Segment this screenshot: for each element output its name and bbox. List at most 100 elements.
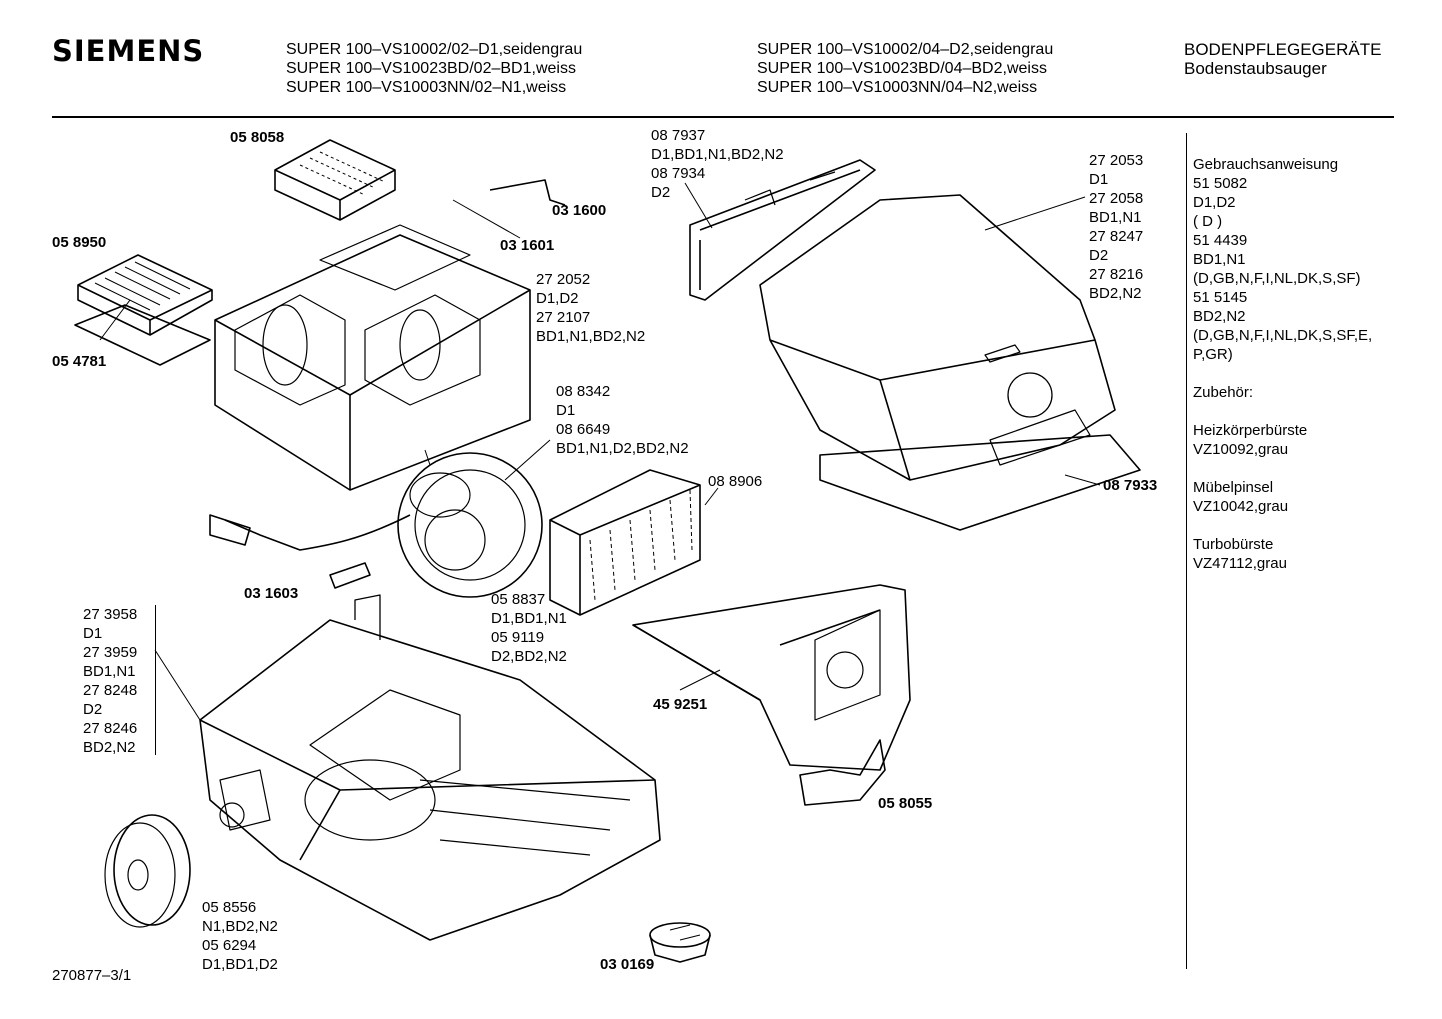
plug bbox=[209, 514, 251, 546]
fuse-part bbox=[329, 562, 371, 589]
manual-line: 51 5082 bbox=[1193, 175, 1248, 192]
ref-line: 08 8342 bbox=[556, 383, 611, 400]
ref-line: D1,BD1,D2 bbox=[202, 956, 278, 973]
ref-line: D2 bbox=[1089, 247, 1109, 264]
ref-line: 08 7934 bbox=[651, 165, 706, 182]
hood-part bbox=[759, 194, 1116, 481]
wire-clip bbox=[489, 179, 566, 206]
ref-line: BD1,N1 bbox=[1089, 209, 1142, 226]
ref-line: 27 8247 bbox=[1089, 228, 1144, 245]
ref-058055: 05 8055 bbox=[878, 795, 933, 812]
power-cable bbox=[224, 514, 411, 551]
accessory-code: VZ47112,grau bbox=[1193, 555, 1287, 572]
accessory-code: VZ10042,grau bbox=[1193, 498, 1289, 515]
sidebar: Gebrauchsanweisung 51 5082 D1,D2 ( D ) 5… bbox=[1193, 155, 1372, 573]
ref-087933: 08 7933 bbox=[1103, 477, 1158, 494]
manual-line: ( D ) bbox=[1193, 213, 1223, 230]
ref-line: D2,BD2,N2 bbox=[491, 648, 567, 665]
ref-line: 27 3959 bbox=[83, 644, 138, 661]
ref-wheel: 05 8556 N1,BD2,N2 05 6294 D1,BD1,D2 bbox=[202, 898, 278, 974]
ref-031600: 03 1600 bbox=[552, 202, 607, 219]
ref-line: 27 8248 bbox=[83, 682, 138, 699]
ref-line: 05 9119 bbox=[491, 629, 545, 646]
accessory-name: Heizkörperbürste bbox=[1193, 422, 1308, 439]
ref-line: 27 3958 bbox=[83, 606, 138, 623]
accessories-title: Zubehör: bbox=[1193, 384, 1254, 401]
category: BODENPFLEGEGERÄTE bbox=[1184, 40, 1382, 59]
accessory-code: VZ10092,grau bbox=[1193, 441, 1289, 458]
dust-bag-part bbox=[632, 584, 911, 771]
filter-mat bbox=[74, 304, 211, 366]
brand-logo: SIEMENS bbox=[52, 34, 205, 68]
housing-part bbox=[199, 594, 661, 941]
header-rule bbox=[52, 116, 1394, 118]
drawing-number: 270877–3/1 bbox=[52, 967, 132, 984]
ref-line: BD1,N1,D2,BD2,N2 bbox=[556, 440, 689, 457]
ref-line: 08 6649 bbox=[556, 421, 611, 438]
subcategory: Bodenstaubsauger bbox=[1184, 59, 1327, 78]
ref-459251: 45 9251 bbox=[653, 696, 708, 713]
manual-line: 51 5145 bbox=[1193, 289, 1248, 306]
housing-bracket bbox=[155, 605, 156, 755]
ref-line: D1,BD1,N1,BD2,N2 bbox=[651, 146, 784, 163]
ref-top-cover: 27 2052 D1,D2 27 2107 BD1,N1,BD2,N2 bbox=[536, 270, 645, 346]
manual-line: (D,GB,N,F,I,NL,DK,S,SF,E, bbox=[1193, 327, 1373, 344]
ref-hood: 27 2053 D1 27 2058 BD1,N1 27 8247 D2 27 … bbox=[1089, 151, 1143, 303]
models-left: SUPER 100–VS10002/02–D1,seidengrau SUPER… bbox=[286, 40, 582, 97]
ref-030169: 03 0169 bbox=[600, 956, 655, 973]
filter-cassette bbox=[549, 469, 701, 616]
ref-line: 27 2052 bbox=[536, 271, 591, 288]
filter-cover bbox=[77, 254, 213, 336]
ref-line: D1,BD1,N1 bbox=[491, 610, 567, 627]
manual-line: BD2,N2 bbox=[1193, 308, 1246, 325]
seal-part bbox=[819, 434, 1141, 531]
top-flap-part bbox=[689, 159, 876, 301]
ref-058058: 05 8058 bbox=[230, 129, 285, 146]
model-line: SUPER 100–VS10002/04–D2,seidengrau bbox=[757, 41, 1054, 58]
ref-line: BD2,N2 bbox=[1089, 285, 1142, 302]
ref-line: 27 2053 bbox=[1089, 152, 1144, 169]
ref-line: D2 bbox=[83, 701, 103, 718]
ref-line: 05 8556 bbox=[202, 899, 257, 916]
model-line: SUPER 100–VS10003NN/04–N2,weiss bbox=[757, 79, 1038, 96]
models-right: SUPER 100–VS10002/04–D2,seidengrau SUPER… bbox=[757, 40, 1053, 97]
bag-holder-part bbox=[799, 739, 886, 806]
ref-line: 05 6294 bbox=[202, 937, 257, 954]
ref-line: 27 8216 bbox=[1089, 266, 1144, 283]
grille-part bbox=[274, 139, 396, 221]
ref-filter-cassette: 05 8837 D1,BD1,N1 05 9119 D2,BD2,N2 bbox=[491, 590, 567, 666]
wheel-part bbox=[104, 814, 191, 928]
ref-line: 08 7937 bbox=[651, 127, 706, 144]
motor-part bbox=[397, 439, 551, 598]
ref-031603: 03 1603 bbox=[244, 585, 299, 602]
ref-line: D1 bbox=[83, 625, 103, 642]
manual-line: BD1,N1 bbox=[1193, 251, 1246, 268]
sidebar-divider bbox=[1186, 133, 1187, 969]
ref-line: 05 8837 bbox=[491, 591, 546, 608]
ref-line: BD2,N2 bbox=[83, 739, 136, 756]
category-block: BODENPFLEGEGERÄTE Bodenstaubsauger bbox=[1184, 40, 1381, 78]
ref-line: D1 bbox=[1089, 171, 1109, 188]
manual-line: (D,GB,N,F,I,NL,DK,S,SF) bbox=[1193, 270, 1361, 287]
ref-line: D1,D2 bbox=[536, 290, 579, 307]
ref-031601: 03 1601 bbox=[500, 237, 555, 254]
ref-088906: 08 8906 bbox=[708, 473, 763, 490]
manual-line: P,GR) bbox=[1193, 346, 1233, 363]
ref-top-flap: 08 7937 D1,BD1,N1,BD2,N2 08 7934 D2 bbox=[651, 126, 784, 202]
ref-line: N1,BD2,N2 bbox=[202, 918, 278, 935]
ref-054781: 05 4781 bbox=[52, 353, 107, 370]
ref-line: D2 bbox=[651, 184, 671, 201]
ref-line: BD1,N1,BD2,N2 bbox=[536, 328, 646, 345]
manual-line: 51 4439 bbox=[1193, 232, 1248, 249]
ref-line: 27 2058 bbox=[1089, 190, 1144, 207]
top-cover-part bbox=[214, 224, 531, 491]
ref-line: 27 8246 bbox=[83, 720, 138, 737]
model-line: SUPER 100–VS10023BD/04–BD2,weiss bbox=[757, 60, 1047, 77]
ref-housing: 27 3958 D1 27 3959 BD1,N1 27 8248 D2 27 … bbox=[83, 605, 137, 757]
manual-title: Gebrauchsanweisung bbox=[1193, 156, 1339, 173]
castor-part bbox=[649, 922, 711, 963]
model-line: SUPER 100–VS10023BD/02–BD1,weiss bbox=[286, 60, 576, 77]
ref-058950: 05 8950 bbox=[52, 234, 107, 251]
model-line: SUPER 100–VS10003NN/02–N1,weiss bbox=[286, 79, 567, 96]
